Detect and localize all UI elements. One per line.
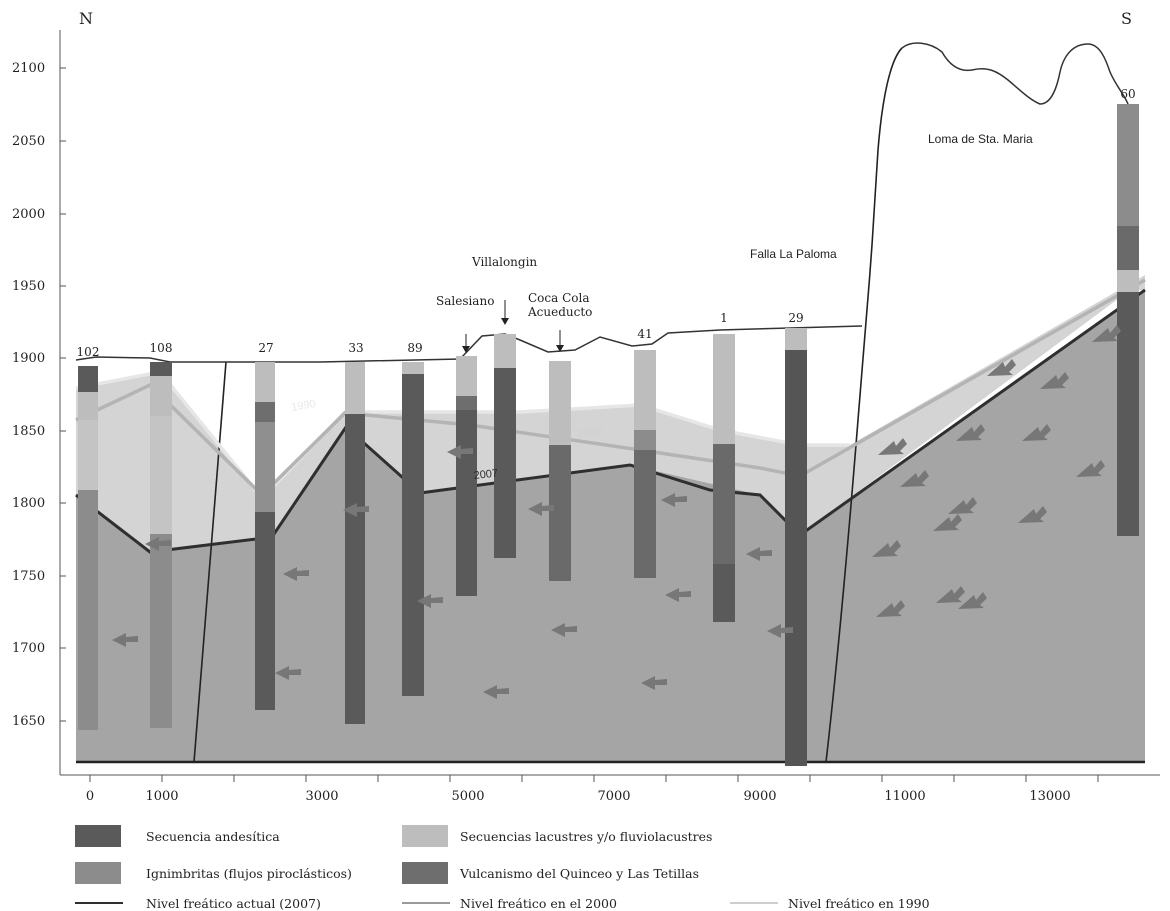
y-tick-label: 1700 <box>12 641 45 656</box>
y-tick-label: 1750 <box>12 569 45 584</box>
y-tick-label: 2100 <box>12 61 45 76</box>
well-label-108: 108 <box>150 341 173 355</box>
x-tick-label: 9000 <box>743 789 776 804</box>
legend-swatch-lacustres <box>402 825 448 847</box>
falla-la-paloma-fault <box>825 47 903 763</box>
label-acueducto: Acueducto <box>527 305 592 319</box>
label-2000: 2000 <box>577 425 603 439</box>
y-axis-ticks: 2100 2050 2000 1950 1900 1850 1800 1750 … <box>12 61 66 729</box>
legend-label-ignimbritas: Ignimbritas (flujos piroclásticos) <box>146 866 352 881</box>
label-falla-la-paloma: Falla La Paloma <box>750 247 837 261</box>
well-label-33: 33 <box>348 341 363 355</box>
y-tick-label: 1800 <box>12 496 45 511</box>
legend-label-2007: Nivel freático actual (2007) <box>146 896 321 911</box>
y-tick-label: 2000 <box>12 207 45 222</box>
unsaturated-zone <box>76 275 1145 552</box>
x-tick-label: 3000 <box>305 789 338 804</box>
label-2007: 2007 <box>473 467 499 481</box>
y-tick-label: 1950 <box>12 279 45 294</box>
y-tick-label: 2050 <box>12 134 45 149</box>
saturated-zone <box>76 290 1145 762</box>
well-label-29: 29 <box>788 311 803 325</box>
label-villalongin: Villalongin <box>471 255 537 269</box>
x-tick-label: 7000 <box>597 789 630 804</box>
x-tick-label: 13000 <box>1029 789 1070 804</box>
fault-line <box>193 361 227 763</box>
loma-ridge-profile <box>901 42 1129 105</box>
south-label: S <box>1121 9 1132 28</box>
y-tick-label: 1900 <box>12 351 45 366</box>
y-tick-label: 1650 <box>12 714 45 729</box>
legend-label-andesitica: Secuencia andesítica <box>146 829 280 844</box>
label-loma-de-sta-maria: Loma de Sta. Maria <box>928 132 1033 146</box>
well-label-89: 89 <box>407 341 422 355</box>
legend-label-2000: Nivel freático en el 2000 <box>460 896 617 911</box>
legend-label-1990: Nivel freático en 1990 <box>788 896 930 911</box>
well-label-41: 41 <box>637 327 652 341</box>
pointer-salesiano-head <box>462 346 470 353</box>
legend: Secuencia andesítica Secuencias lacustre… <box>75 825 930 911</box>
label-1990: 1990 <box>290 398 316 414</box>
legend-label-lacustres: Secuencias lacustres y/o fluviolacustres <box>460 829 712 844</box>
x-tick-label: 1000 <box>145 789 178 804</box>
x-tick-label: 5000 <box>451 789 484 804</box>
legend-swatch-vulcanismo <box>402 862 448 884</box>
label-coca-cola: Coca Cola <box>528 291 590 305</box>
north-label: N <box>79 9 93 28</box>
legend-label-vulcanismo: Vulcanismo del Quinceo y Las Tetillas <box>459 866 699 881</box>
pointer-villalongin-head <box>501 318 509 325</box>
legend-swatch-ignimbritas <box>75 862 121 884</box>
well-label-1: 1 <box>720 311 728 325</box>
x-axis-ticks: 0 1000 3000 5000 7000 9000 11000 13000 <box>86 775 1099 804</box>
flow-arrows <box>112 325 1121 699</box>
x-tick-label: 0 <box>86 789 94 804</box>
water-table-2007 <box>75 288 1146 554</box>
well-label-102: 102 <box>77 345 100 359</box>
well-label-60: 60 <box>1120 87 1135 101</box>
well-columns <box>78 104 1139 766</box>
y-tick-label: 1850 <box>12 424 45 439</box>
well-label-27: 27 <box>258 341 273 355</box>
legend-swatch-andesitica <box>75 825 121 847</box>
pointer-coca-cola-head <box>556 345 564 352</box>
water-table-1990 <box>75 370 850 501</box>
x-tick-label: 11000 <box>884 789 925 804</box>
label-salesiano: Salesiano <box>436 294 494 308</box>
